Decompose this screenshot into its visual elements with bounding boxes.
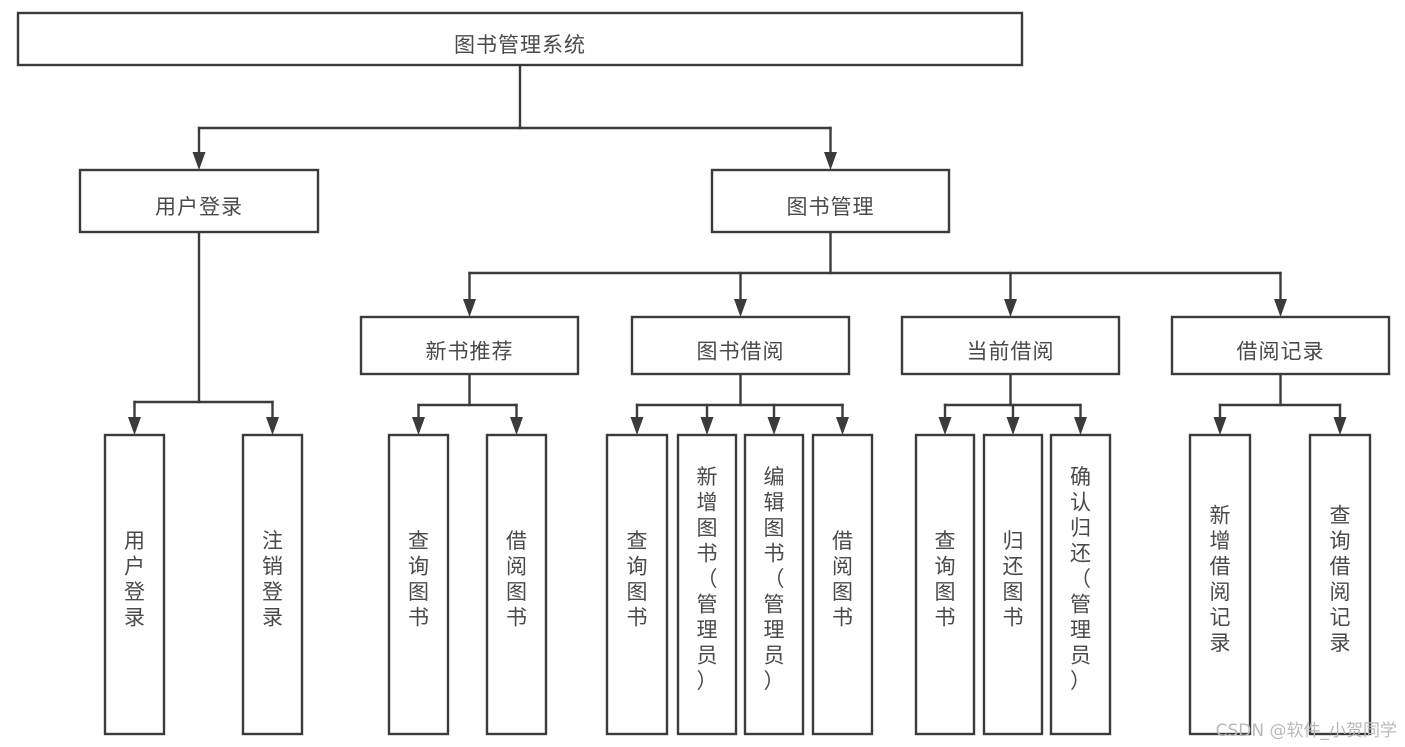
node-label-leaf-confirm-return: 确认归还（管理员） [1070, 465, 1091, 693]
arrow-head-icon [824, 152, 837, 170]
node-box-book-manage[interactable] [710, 168, 951, 234]
node-box-borrow-record[interactable] [1170, 315, 1391, 376]
node-label-leaf-edit-book: 编辑图书（管理员） [764, 465, 785, 693]
arrow-head-icon [767, 417, 781, 435]
node-borrow-record[interactable]: 借阅记录 [1170, 315, 1391, 376]
node-leaf-confirm-return[interactable]: 确认归还（管理员） [1049, 433, 1112, 736]
node-leaf-logout[interactable]: 注销登录 [241, 433, 304, 736]
connector-group-book-manage [463, 230, 1287, 317]
arrow-head-icon [463, 299, 476, 317]
node-user-login[interactable]: 用户登录 [78, 168, 320, 234]
node-label-leaf-add-record: 新增借阅记录 [1210, 503, 1231, 655]
connector-layer [128, 63, 1347, 435]
node-box-leaf-query-book-3[interactable] [914, 433, 976, 736]
arrow-head-icon [836, 417, 849, 435]
connector-group-current-borrow [938, 372, 1087, 435]
arrow-head-icon [510, 417, 523, 435]
node-leaf-borrow-book-2[interactable]: 借阅图书 [811, 433, 874, 736]
node-label-user-login: 用户登录 [155, 195, 243, 219]
node-label-leaf-return-book: 归还图书 [1003, 529, 1024, 630]
node-box-leaf-user-login[interactable] [103, 433, 166, 736]
node-layer: 图书管理系统用户登录图书管理新书推荐图书借阅当前借阅借阅记录用户登录注销登录查询… [16, 11, 1391, 736]
node-box-current-borrow[interactable] [900, 315, 1121, 376]
node-label-leaf-query-book-3: 查询图书 [935, 529, 956, 630]
node-box-leaf-borrow-book-1[interactable] [485, 433, 548, 736]
node-box-leaf-logout[interactable] [241, 433, 304, 736]
arrow-head-icon [1006, 417, 1020, 435]
node-box-book-borrow[interactable] [630, 315, 851, 376]
node-label-borrow-record: 借阅记录 [1237, 340, 1325, 364]
node-box-leaf-confirm-return[interactable] [1049, 433, 1112, 736]
node-box-leaf-return-book[interactable] [982, 433, 1044, 736]
node-box-leaf-edit-book[interactable] [743, 433, 805, 736]
arrow-head-icon [1004, 299, 1017, 317]
arrow-head-icon [1274, 299, 1287, 317]
node-label-leaf-query-book-1: 查询图书 [408, 529, 429, 630]
arrow-head-icon [1213, 417, 1227, 435]
node-label-leaf-borrow-book-2: 借阅图书 [832, 529, 853, 630]
node-leaf-query-book-3[interactable]: 查询图书 [914, 433, 976, 736]
node-book-manage[interactable]: 图书管理 [710, 168, 951, 234]
node-label-book-borrow: 图书借阅 [697, 340, 785, 364]
arrow-head-icon [630, 417, 644, 435]
node-root[interactable]: 图书管理系统 [16, 11, 1024, 67]
node-leaf-add-record[interactable]: 新增借阅记录 [1188, 433, 1252, 736]
node-label-leaf-query-book-2: 查询图书 [627, 529, 648, 630]
node-box-leaf-add-book[interactable] [676, 433, 738, 736]
node-label-book-manage: 图书管理 [787, 195, 875, 219]
arrow-head-icon [128, 417, 141, 435]
node-box-leaf-add-record[interactable] [1188, 433, 1252, 736]
node-book-borrow[interactable]: 图书借阅 [630, 315, 851, 376]
node-box-leaf-query-record[interactable] [1308, 433, 1372, 736]
node-leaf-borrow-book-1[interactable]: 借阅图书 [485, 433, 548, 736]
node-box-leaf-query-book-1[interactable] [387, 433, 450, 736]
arrow-head-icon [1074, 417, 1087, 435]
node-label-current-borrow: 当前借阅 [967, 340, 1055, 364]
arrow-head-icon [700, 417, 714, 435]
arrow-head-icon [192, 152, 206, 170]
node-new-book-rec[interactable]: 新书推荐 [359, 315, 580, 376]
node-box-root[interactable] [16, 11, 1024, 67]
node-box-leaf-borrow-book-2[interactable] [811, 433, 874, 736]
node-leaf-query-book-2[interactable]: 查询图书 [605, 433, 669, 736]
arrow-head-icon [734, 299, 747, 317]
node-leaf-edit-book[interactable]: 编辑图书（管理员） [743, 433, 805, 736]
node-label-leaf-borrow-book-1: 借阅图书 [506, 529, 527, 630]
node-current-borrow[interactable]: 当前借阅 [900, 315, 1121, 376]
arrow-head-icon [1333, 417, 1347, 435]
node-label-root: 图书管理系统 [454, 33, 586, 57]
node-leaf-query-record[interactable]: 查询借阅记录 [1308, 433, 1372, 736]
node-label-leaf-logout: 注销登录 [262, 529, 283, 630]
node-leaf-return-book[interactable]: 归还图书 [982, 433, 1044, 736]
connector-group-root [192, 63, 837, 170]
node-label-leaf-user-login: 用户登录 [124, 529, 145, 630]
node-leaf-user-login[interactable]: 用户登录 [103, 433, 166, 736]
node-box-leaf-query-book-2[interactable] [605, 433, 669, 736]
node-box-new-book-rec[interactable] [359, 315, 580, 376]
arrow-head-icon [266, 417, 279, 435]
connector-group-user-login [128, 230, 279, 435]
node-leaf-add-book[interactable]: 新增图书（管理员） [676, 433, 738, 736]
node-label-new-book-rec: 新书推荐 [426, 340, 514, 364]
node-box-user-login[interactable] [78, 168, 320, 234]
node-label-leaf-query-record: 查询借阅记录 [1330, 503, 1351, 655]
connector-group-borrow-record [1213, 372, 1347, 435]
connector-group-book-borrow [630, 372, 849, 435]
arrow-head-icon [412, 417, 425, 435]
connector-group-new-book-rec [412, 372, 523, 435]
node-label-leaf-add-book: 新增图书（管理员） [697, 465, 718, 693]
node-leaf-query-book-1[interactable]: 查询图书 [387, 433, 450, 736]
arrow-head-icon [938, 417, 952, 435]
